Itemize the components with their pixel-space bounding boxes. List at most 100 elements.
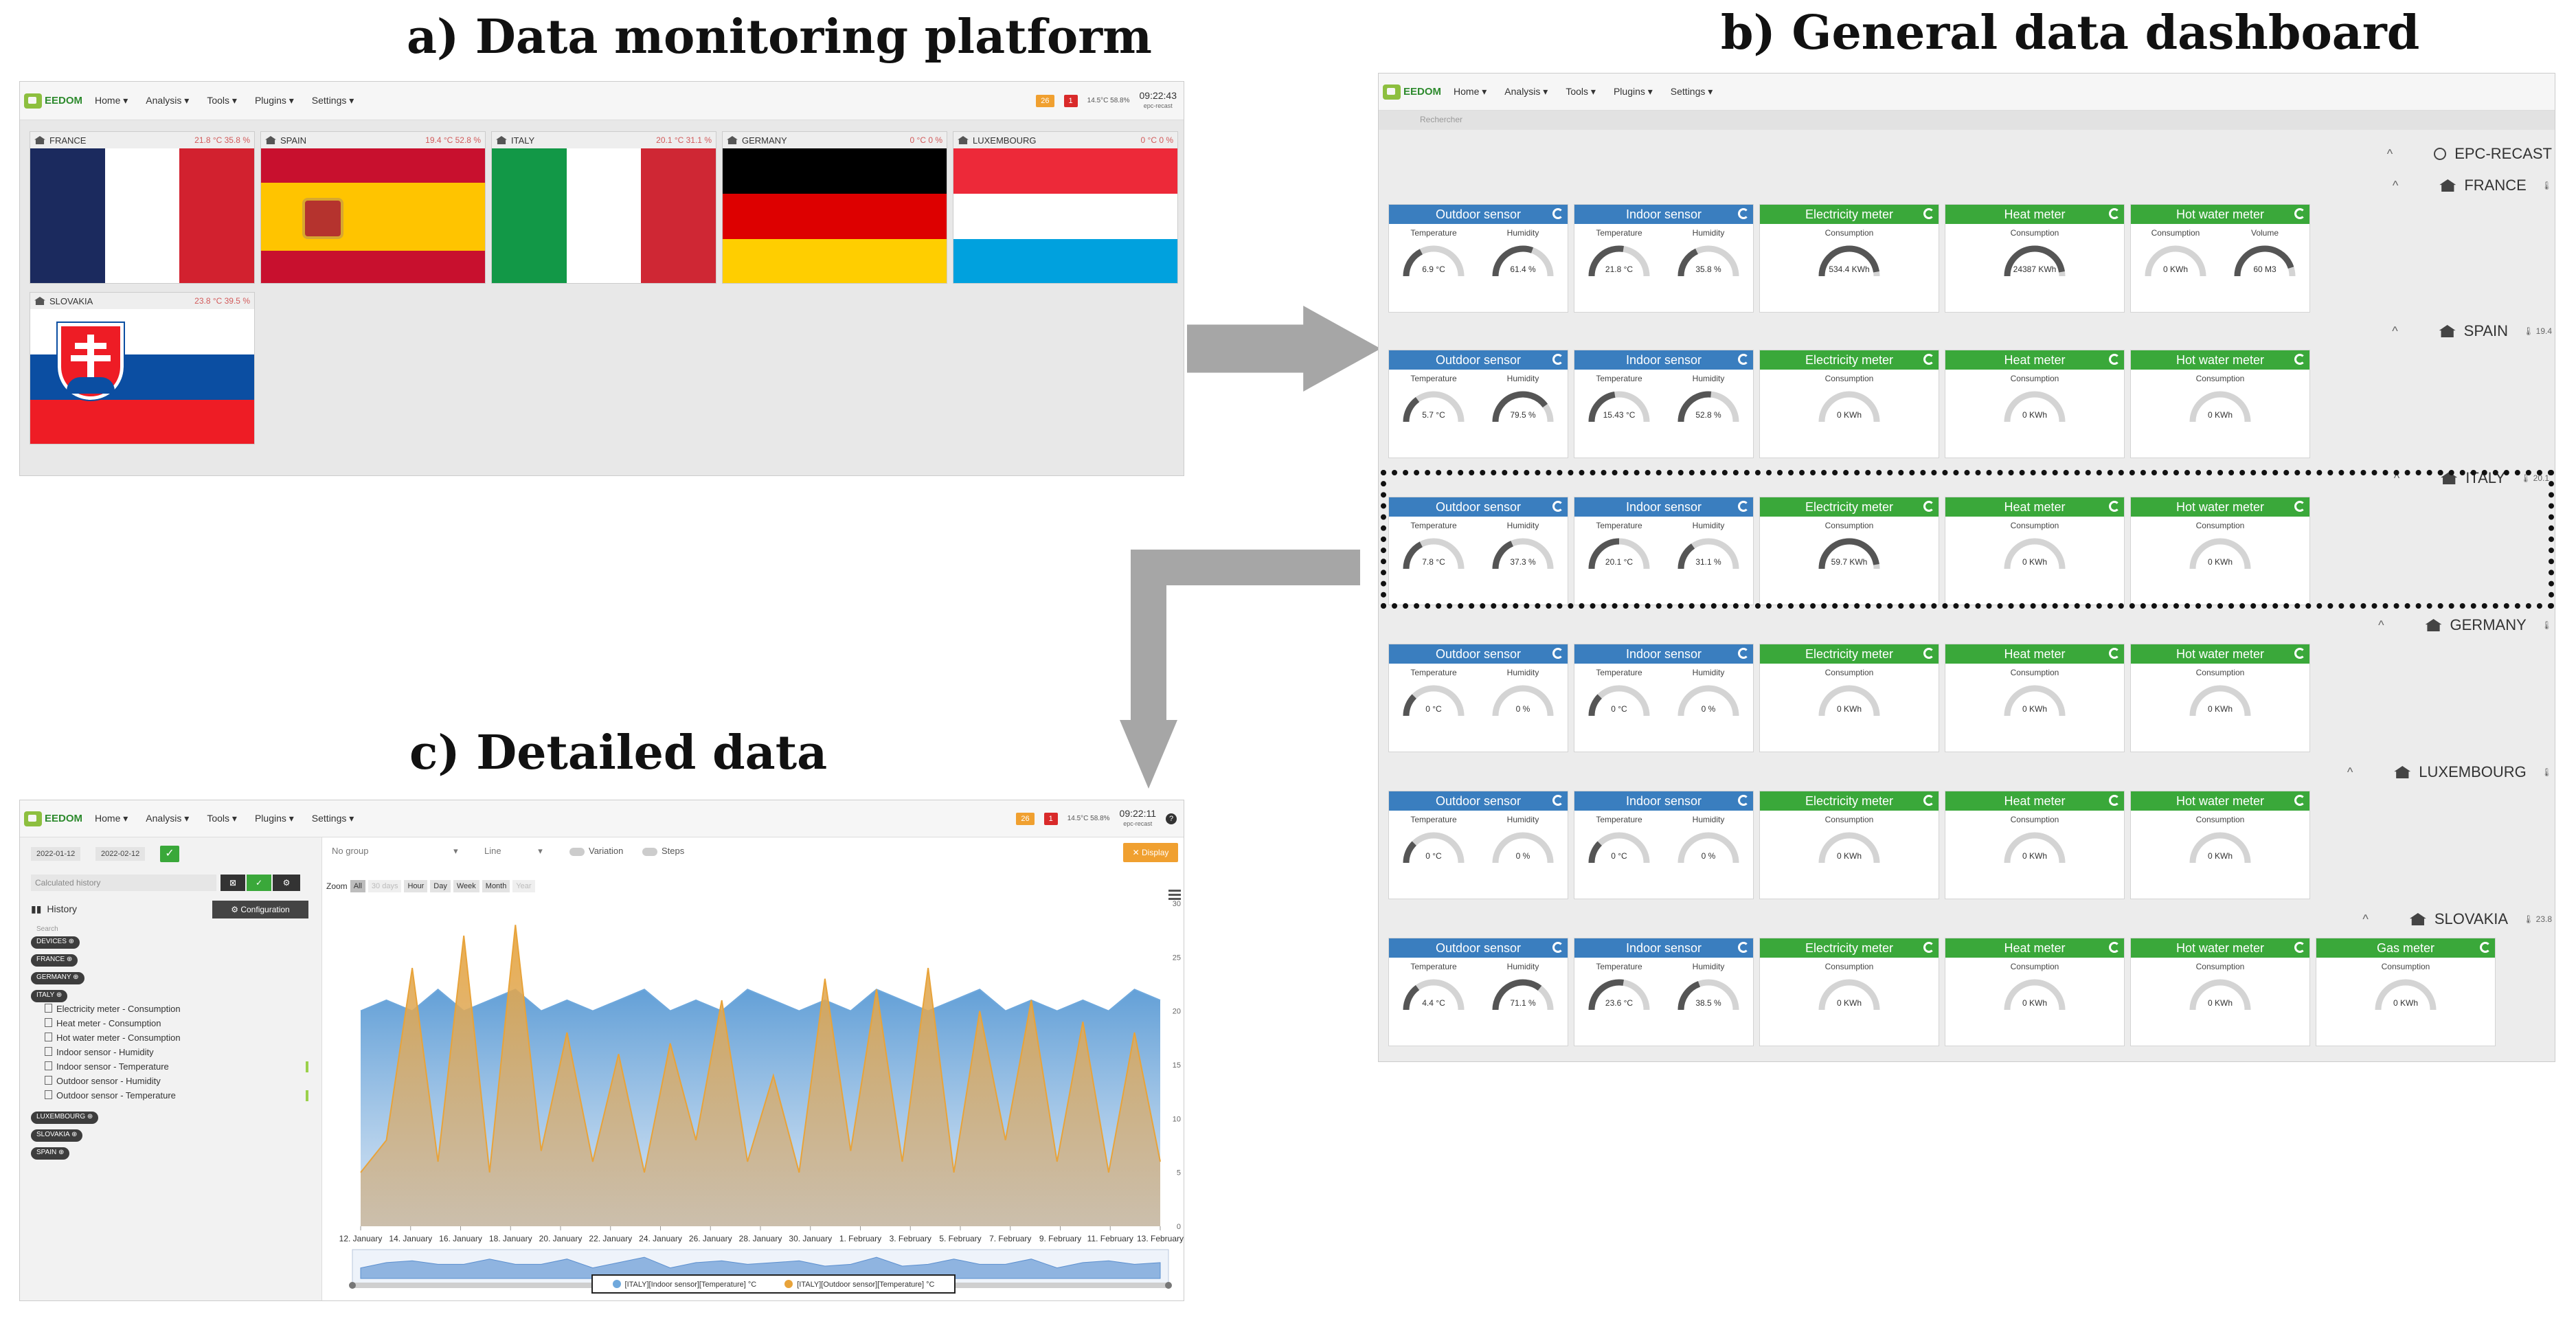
refresh-icon[interactable] [1552,501,1563,512]
refresh-icon[interactable] [2480,942,2491,953]
alerts-badge[interactable]: 1 [1063,94,1078,107]
group-select[interactable]: No group ▾ [332,846,458,856]
refresh-icon[interactable] [2294,208,2305,219]
collapse-icon[interactable]: ^ [2392,324,2398,338]
tree-group-chip[interactable]: SLOVAKIA ⊕ [31,1129,83,1142]
menu-plugins[interactable]: Plugins ▾ [254,813,294,824]
tree-group-chip[interactable]: ITALY ⊕ [31,990,68,1002]
tree-item[interactable]: Hot water meter - Consumption [45,1033,181,1043]
tree-item[interactable]: Indoor sensor - Humidity [45,1047,154,1057]
refresh-icon[interactable] [1923,501,1934,512]
refresh-icon[interactable] [1738,942,1749,953]
menu-home[interactable]: Home ▾ [1454,86,1487,97]
tree-group-chip[interactable]: DEVICES ⊕ [31,936,80,949]
country-row-label[interactable]: ^LUXEMBOURG🌡 [2347,763,2552,780]
tree-group-chip[interactable]: GERMANY ⊕ [31,972,84,984]
refresh-icon[interactable] [1738,795,1749,806]
menu-tools[interactable]: Tools ▾ [207,95,237,106]
zoom-year-button[interactable]: Year [512,880,535,892]
menu-tools[interactable]: Tools ▾ [207,813,237,824]
refresh-icon[interactable] [1552,208,1563,219]
zoom-day-button[interactable]: Day [430,880,451,892]
tree-item[interactable]: Electricity meter - Consumption [45,1004,181,1014]
refresh-icon[interactable] [1738,354,1749,365]
refresh-icon[interactable] [1552,942,1563,953]
calc-settings-button[interactable]: ⚙ [273,875,300,891]
calc-apply-button[interactable]: ✓ [247,875,271,891]
date-to-input[interactable]: 2022-02-12 [95,847,146,861]
tree-item[interactable]: Indoor sensor - Temperature [45,1061,169,1072]
refresh-icon[interactable] [1552,354,1563,365]
variation-toggle[interactable]: Variation [565,846,623,856]
collapse-icon[interactable]: ^ [2386,146,2393,161]
collapse-icon[interactable]: ^ [2393,471,2400,485]
menu-plugins[interactable]: Plugins ▾ [254,95,294,106]
refresh-icon[interactable] [1738,501,1749,512]
menu-home[interactable]: Home ▾ [95,95,128,106]
country-row-label[interactable]: ^GERMANY🌡 [2378,616,2552,633]
menu-analysis[interactable]: Analysis ▾ [1504,86,1548,97]
refresh-icon[interactable] [2109,208,2120,219]
tree-group-chip[interactable]: FRANCE ⊕ [31,954,78,967]
refresh-icon[interactable] [1738,208,1749,219]
configuration-button[interactable]: ⚙ Configuration [212,901,308,918]
country-row-label[interactable]: ^SLOVAKIA🌡 23.8 [2362,910,2552,927]
apply-dates-button[interactable]: ✓ [160,846,179,862]
date-from-input[interactable]: 2022-01-12 [31,847,81,861]
zoom-week-button[interactable]: Week [453,880,479,892]
menu-settings[interactable]: Settings ▾ [311,813,354,824]
refresh-icon[interactable] [1923,795,1934,806]
refresh-icon[interactable] [1923,942,1934,953]
menu-plugins[interactable]: Plugins ▾ [1613,86,1653,97]
collapse-icon[interactable]: ^ [2347,765,2353,779]
menu-analysis[interactable]: Analysis ▾ [146,813,190,824]
dashboard-search-input[interactable]: Rechercher [1379,111,2555,130]
root-object-label[interactable]: ^EPC-RECAST [2386,145,2552,162]
refresh-icon[interactable] [2109,795,2120,806]
refresh-icon[interactable] [2294,795,2305,806]
country-row-label[interactable]: ^SPAIN🌡 19.4 [2392,322,2552,339]
alerts-badge[interactable]: 1 [1043,812,1058,825]
zoom-month-button[interactable]: Month [482,880,510,892]
tree-item[interactable]: Outdoor sensor - Temperature [45,1090,176,1101]
menu-home[interactable]: Home ▾ [95,813,128,824]
steps-toggle[interactable]: Steps [638,846,684,856]
tree-search-input[interactable]: Search [36,925,58,933]
refresh-icon[interactable] [2109,501,2120,512]
menu-settings[interactable]: Settings ▾ [1670,86,1713,97]
refresh-icon[interactable] [2294,501,2305,512]
menu-settings[interactable]: Settings ▾ [311,95,354,106]
tree-item[interactable]: Outdoor sensor - Humidity [45,1076,161,1086]
help-icon[interactable]: ? [1166,813,1177,824]
tree-item[interactable]: Heat meter - Consumption [45,1018,161,1028]
refresh-icon[interactable] [2109,354,2120,365]
refresh-icon[interactable] [1923,208,1934,219]
refresh-icon[interactable] [2294,648,2305,659]
legend-item-outdoor[interactable]: [ITALY][Outdoor sensor][Temperature] °C [784,1279,934,1289]
